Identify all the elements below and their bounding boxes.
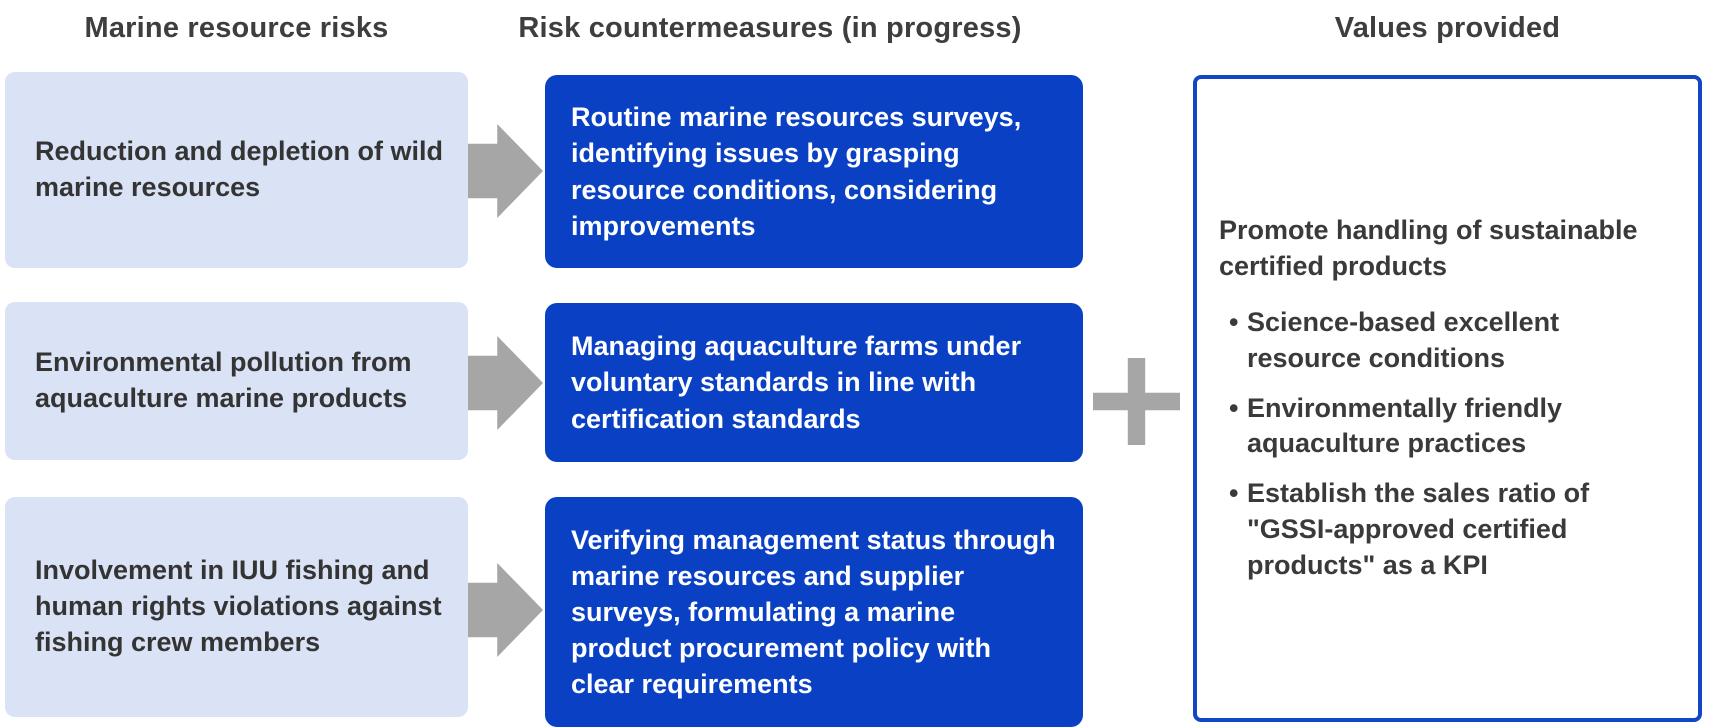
plus-icon bbox=[1093, 358, 1180, 445]
bullet-icon: • bbox=[1229, 478, 1239, 509]
risk-box-3-text: Involvement in IUU fishing and human rig… bbox=[35, 555, 442, 657]
list-item: • Environmentally friendly aquaculture p… bbox=[1219, 391, 1672, 463]
column-header-countermeasures: Risk countermeasures (in progress) bbox=[518, 12, 1022, 44]
column-header-values: Values provided bbox=[1334, 12, 1561, 44]
risk-box-2-text: Environmental pollution from aquaculture… bbox=[35, 347, 412, 413]
risk-box-3: Involvement in IUU fishing and human rig… bbox=[5, 497, 468, 717]
list-item: • Science-based excellent resource condi… bbox=[1219, 305, 1672, 377]
countermeasure-box-3: Verifying management status through mari… bbox=[545, 497, 1083, 727]
column-header-risks: Marine resource risks bbox=[84, 12, 389, 44]
bullet-text: Environmentally friendly aquaculture pra… bbox=[1247, 392, 1563, 459]
countermeasure-box-3-text: Verifying management status through mari… bbox=[571, 524, 1056, 700]
values-box: Promote handling of sustainable certifie… bbox=[1193, 75, 1702, 722]
right-arrow-icon bbox=[468, 124, 543, 218]
countermeasure-box-1: Routine marine resources surveys, identi… bbox=[545, 75, 1083, 268]
countermeasure-box-2: Managing aquaculture farms under volunta… bbox=[545, 303, 1083, 462]
countermeasure-box-1-text: Routine marine resources surveys, identi… bbox=[571, 102, 1022, 241]
bullet-icon: • bbox=[1229, 392, 1239, 423]
risk-box-2: Environmental pollution from aquaculture… bbox=[5, 302, 468, 460]
right-arrow-icon bbox=[468, 336, 543, 430]
bullet-text: Science-based excellent resource conditi… bbox=[1247, 306, 1560, 373]
bullet-icon: • bbox=[1229, 306, 1239, 337]
right-arrow-icon bbox=[468, 563, 543, 657]
bullet-text: Establish the sales ratio of "GSSI-appro… bbox=[1247, 478, 1590, 581]
list-item: • Establish the sales ratio of "GSSI-app… bbox=[1219, 476, 1672, 584]
risk-box-1: Reduction and depletion of wild marine r… bbox=[5, 72, 468, 268]
risk-box-1-text: Reduction and depletion of wild marine r… bbox=[35, 136, 443, 202]
values-heading: Promote handling of sustainable certifie… bbox=[1219, 214, 1638, 281]
countermeasure-box-2-text: Managing aquaculture farms under volunta… bbox=[571, 331, 1022, 434]
